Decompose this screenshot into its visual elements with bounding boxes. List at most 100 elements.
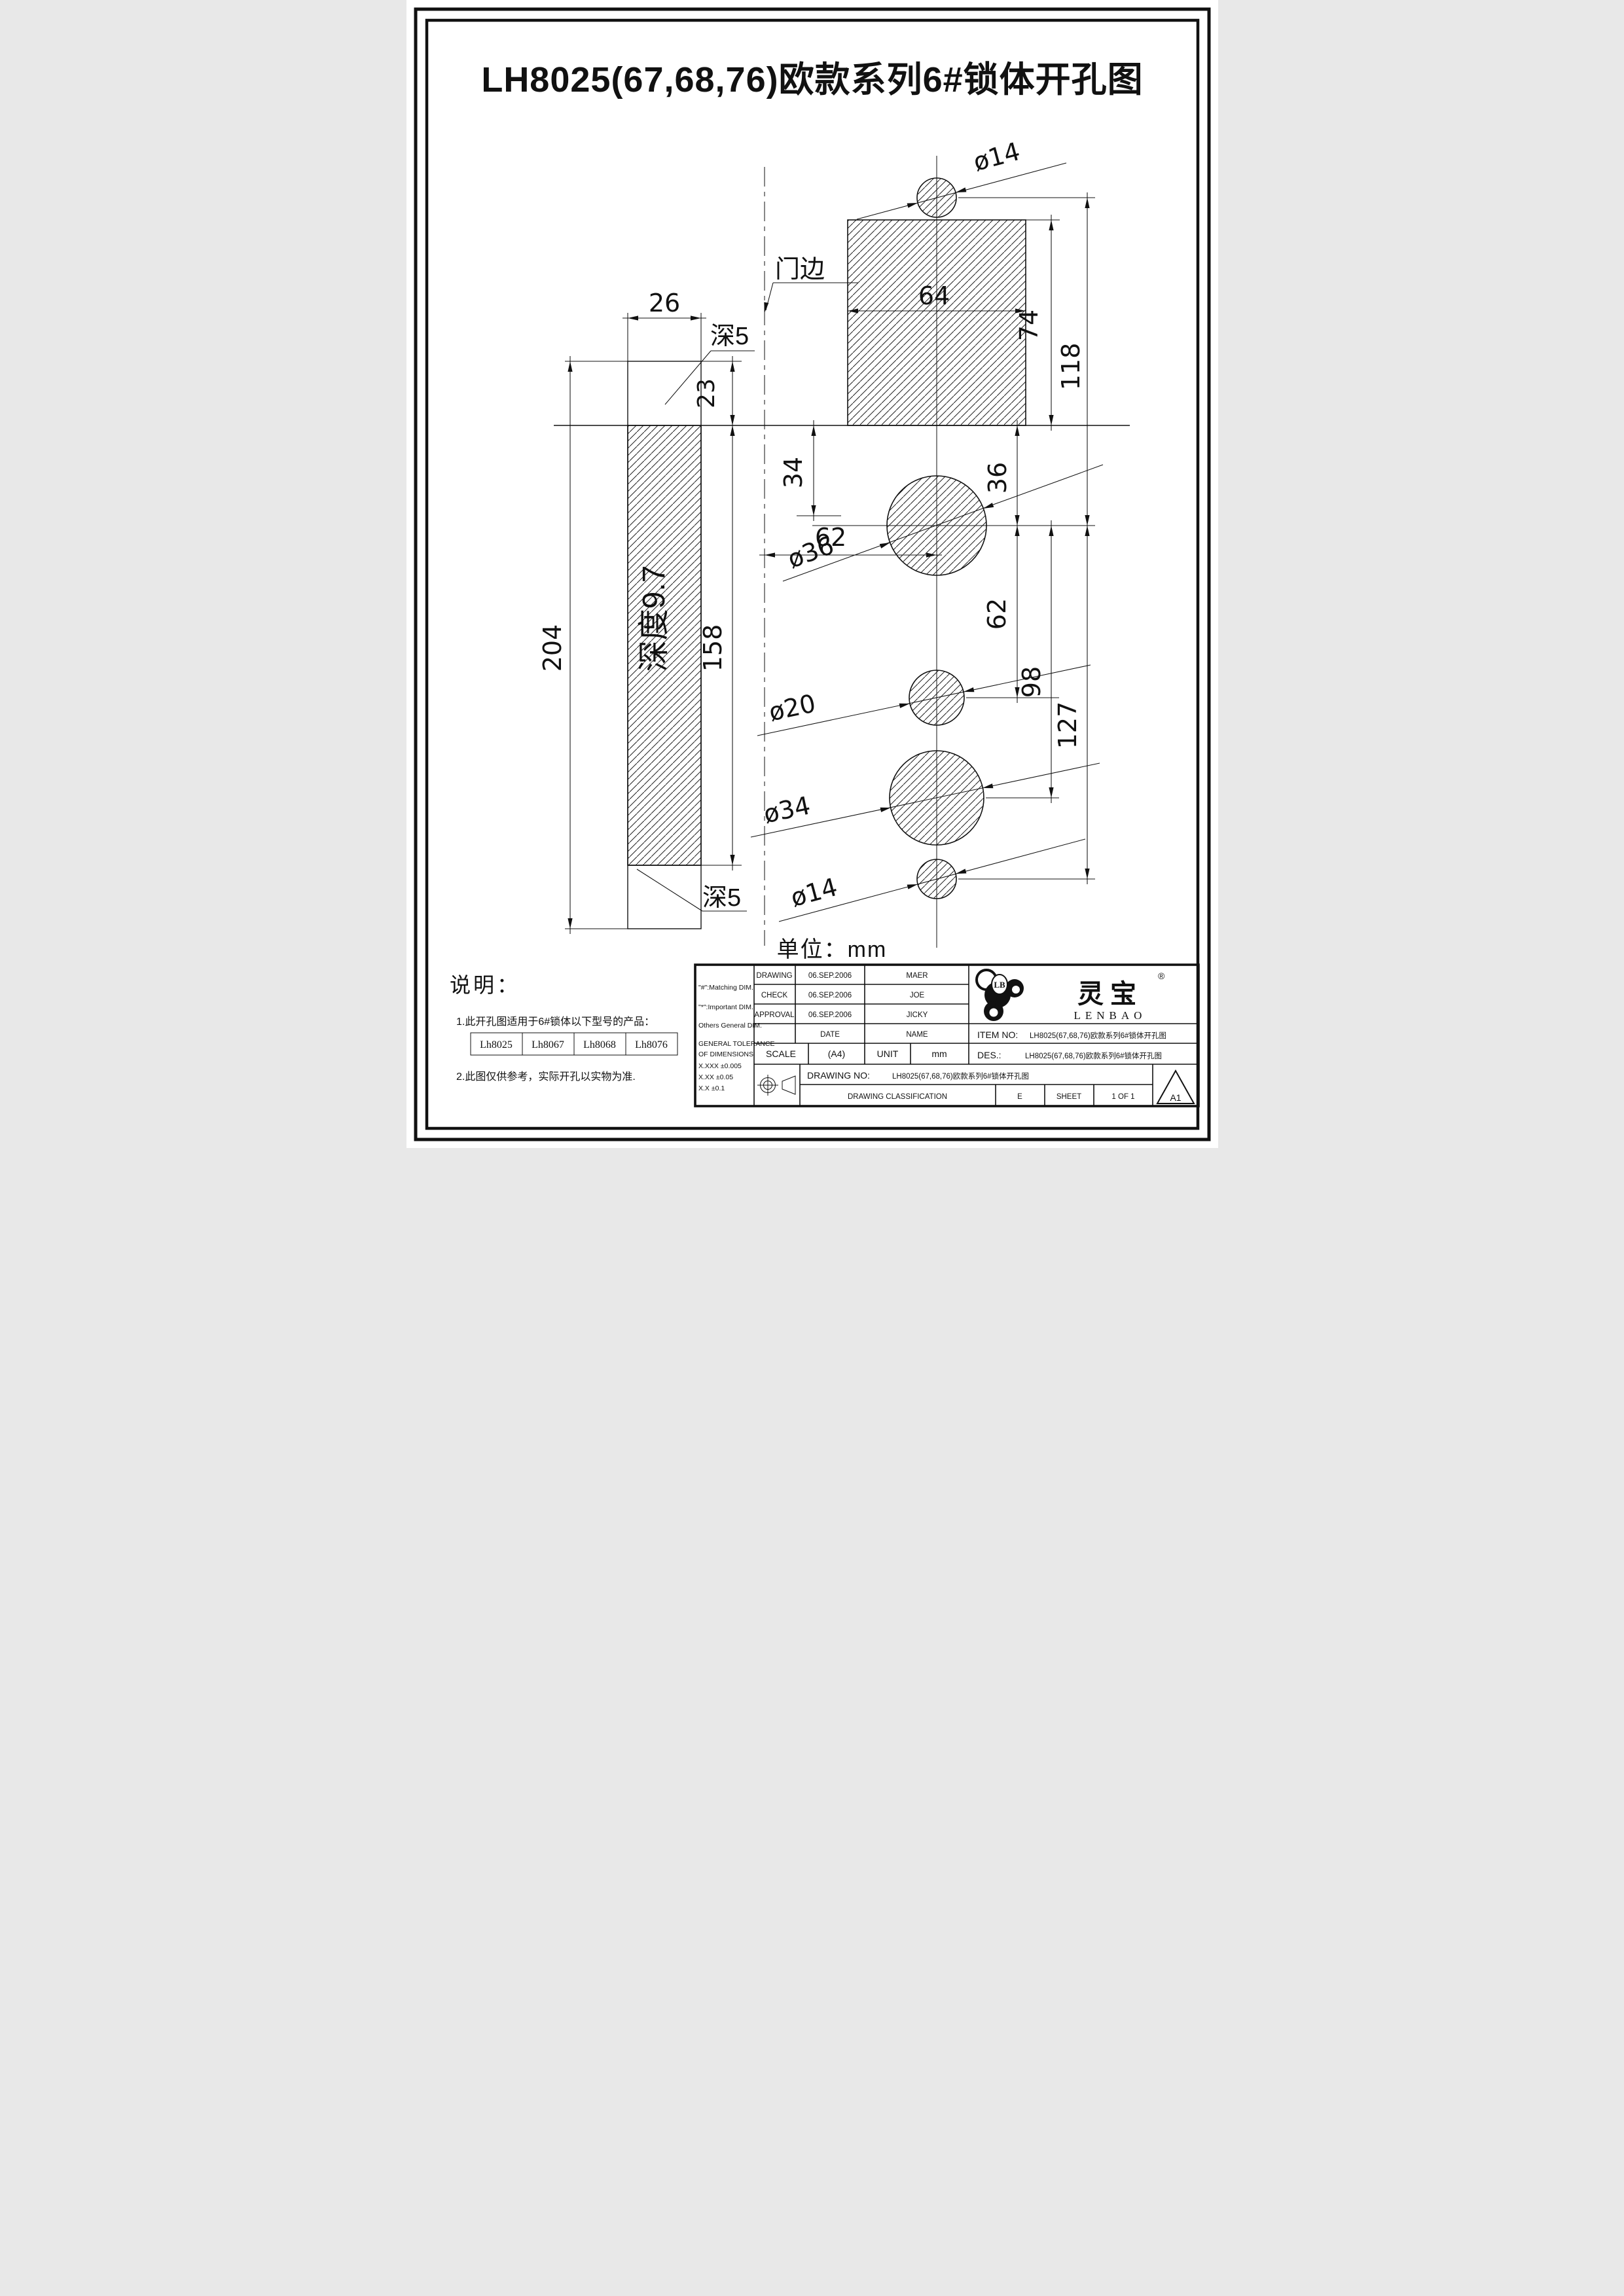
drawing-sheet: LH8025(67,68,76)欧款系列6#锁体开孔图 [406, 0, 1218, 1148]
classification-value: E [1017, 1093, 1022, 1101]
arrowhead [1014, 425, 1020, 436]
title-block: "#":Matching DIM. "*":Important DIM. Oth… [693, 963, 1200, 1107]
arrowhead [1014, 515, 1020, 526]
row-check-name: JOE [909, 992, 924, 999]
model-3: Lh8068 [583, 1039, 616, 1050]
row-approval-name: JICKY [906, 1011, 928, 1019]
dim-64: 64 [918, 281, 949, 310]
arrowhead [907, 203, 918, 208]
row-drawing-date: 06.SEP.2006 [808, 972, 851, 980]
scale-label: SCALE [766, 1049, 796, 1059]
depth5-top-label: 深5 [710, 323, 749, 350]
brand-cn: 灵宝 [1077, 979, 1143, 1009]
arrowhead [983, 503, 994, 509]
outer-border [414, 7, 1210, 1141]
note-2: 2.此图仅供参考，实际开孔以实物为准. [456, 1071, 636, 1083]
notes-section: 说明： 1.此开孔图适用于6#锁体以下型号的产品： Lh8025 Lh8067 … [450, 973, 677, 1083]
arrowhead [899, 703, 910, 708]
drawing-no-label: DRAWING NO: [807, 1070, 870, 1081]
tolerance-line-5: X.X ±0.1 [698, 1085, 725, 1092]
arrowhead [963, 687, 974, 692]
arrowhead [729, 415, 735, 425]
dia-top14: ø14 [970, 137, 1023, 177]
dim-26: 26 [648, 289, 679, 317]
arrowhead [926, 552, 937, 558]
dia-36: ø36 [784, 531, 837, 574]
arrowhead [1084, 869, 1090, 879]
dimension-arrows [567, 187, 1090, 929]
tolerance-line-2: OF DIMENSIONS [698, 1050, 753, 1058]
arrowhead [1014, 526, 1020, 536]
row-check-date: 06.SEP.2006 [808, 992, 851, 999]
projection-symbol-icon [757, 1075, 795, 1096]
dim-62-horizontal: 62 [814, 523, 846, 552]
legend-column: "#":Matching DIM. "*":Important DIM. Oth… [698, 984, 775, 1092]
dim-98: 98 [1017, 666, 1046, 698]
unit-note: 单位：mm [776, 937, 887, 962]
dim-118: 118 [1056, 343, 1085, 391]
model-1: Lh8025 [480, 1039, 513, 1050]
tolerance-line-3: X.XXX ±0.005 [698, 1062, 742, 1070]
arrowhead [729, 855, 735, 865]
dia-34: ø34 [761, 791, 812, 829]
des-value: LH8025(67,68,76)欧款系列6#锁体开孔图 [1025, 1051, 1162, 1060]
row-drawing-name: MAER [906, 972, 928, 980]
arrowhead [1084, 515, 1090, 526]
date-header: DATE [820, 1031, 840, 1039]
drawing-view: 门边 深5 深5 深度9.7 26 23 204 158 64 74 118 3… [538, 137, 1130, 948]
approval-rows: DRAWING 06.SEP.2006 MAER CHECK 06.SEP.20… [754, 972, 928, 1039]
dia-20: ø20 [766, 689, 818, 726]
arrowhead [1048, 787, 1054, 798]
registered-mark-icon: ® [1158, 971, 1165, 981]
row-approval-date: 06.SEP.2006 [808, 1011, 851, 1019]
arrowhead [764, 552, 775, 558]
unit-value: mm [931, 1049, 947, 1059]
sheet-size-mark: A1 [1155, 1069, 1195, 1104]
arrowhead [567, 918, 573, 929]
lenbao-logo-icon: LB [975, 969, 1024, 1021]
door-edge-label: 门边 [775, 256, 825, 283]
depth5-bottom-label: 深5 [702, 884, 741, 912]
legend-matching: "#":Matching DIM. [698, 984, 753, 992]
legend-general: Others General DIM. [698, 1022, 762, 1030]
arrowhead [729, 425, 735, 436]
brand-en: LENBAO [1074, 1009, 1146, 1022]
classification-label: DRAWING CLASSIFICATION [847, 1093, 947, 1101]
arrowhead [1015, 308, 1026, 314]
dim-204: 204 [538, 624, 567, 672]
arrowhead [690, 315, 701, 321]
arrowhead [847, 308, 858, 314]
dim-127: 127 [1053, 702, 1082, 749]
size-code: A1 [1170, 1092, 1181, 1103]
drawing-no-value: LH8025(67,68,76)欧款系列6#锁体开孔图 [892, 1071, 1029, 1081]
dim-74: 74 [1015, 310, 1043, 341]
des-label: DES.: [977, 1050, 1001, 1060]
depth5-bottom-leader [636, 869, 702, 912]
item-value: LH8025(67,68,76)欧款系列6#锁体开孔图 [1030, 1031, 1166, 1040]
arrowhead [879, 543, 890, 548]
arrowhead [982, 783, 993, 789]
arrowhead [627, 315, 638, 321]
arrowhead [810, 425, 816, 436]
lock-face-square [846, 219, 1026, 426]
arrowhead [729, 361, 735, 372]
item-label: ITEM NO: [977, 1030, 1018, 1040]
row-drawing-label: DRAWING [756, 972, 792, 980]
dim-158: 158 [698, 624, 727, 672]
unit-label: UNIT [876, 1049, 898, 1059]
dimension-lines [569, 192, 1088, 934]
model-2: Lh8067 [532, 1039, 564, 1050]
arrowhead [763, 302, 768, 313]
notes-heading: 说明： [450, 973, 520, 997]
row-approval-label: APPROVAL [754, 1011, 795, 1019]
arrowhead [907, 884, 918, 889]
arrowhead [1084, 526, 1090, 536]
row-check-label: CHECK [761, 992, 787, 999]
name-header: NAME [906, 1031, 928, 1039]
dia-bottom14: ø14 [787, 872, 840, 912]
extension-lines [564, 197, 1095, 929]
inner-border [425, 18, 1199, 1130]
dim-23: 23 [693, 378, 720, 408]
arrowhead [810, 505, 816, 516]
arrowhead [1048, 526, 1054, 536]
